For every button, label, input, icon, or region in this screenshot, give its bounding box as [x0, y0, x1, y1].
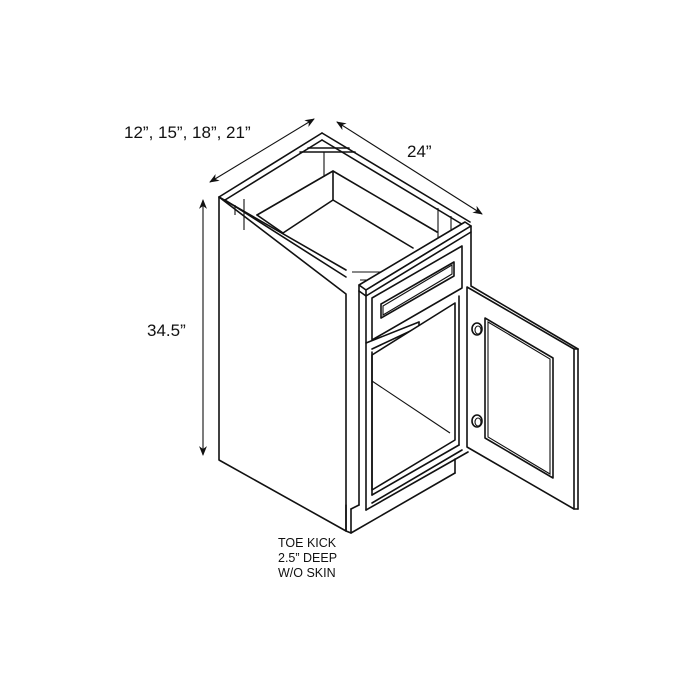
height-dimension-label: 34.5”: [147, 321, 186, 340]
cabinet-face-frame: [345, 221, 472, 534]
cabinet-door-open: [466, 285, 579, 510]
toe-kick-note-line: W/O SKIN: [278, 566, 336, 580]
hinge-icon: [471, 414, 483, 428]
hinge-icon: [471, 322, 483, 336]
toe-kick-note-line: TOE KICK: [278, 536, 337, 550]
cabinet-top-frame: [234, 132, 471, 281]
width-dimension-label: 12”, 15”, 18”, 21”: [124, 123, 251, 142]
cabinet-opening: [371, 295, 460, 496]
depth-dimension-label: 24”: [407, 142, 432, 161]
width-dimension-arrow: [209, 118, 315, 183]
toe-kick-note-line: 2.5” DEEP: [278, 551, 338, 565]
toe-kick-note: TOE KICK 2.5” DEEP W/O SKIN: [278, 536, 337, 581]
depth-dimension-arrow: [336, 121, 483, 215]
drawer-box: [256, 170, 438, 249]
cabinet-left-side-panel: [218, 132, 347, 532]
